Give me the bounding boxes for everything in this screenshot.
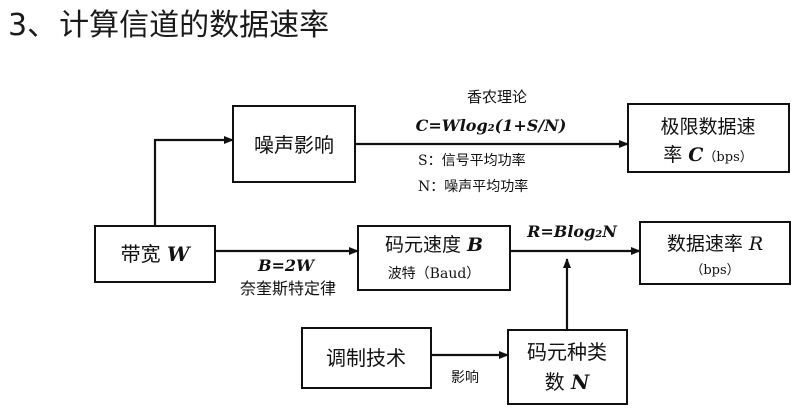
symbol-types-box: 码元种类 数 N	[507, 329, 628, 405]
shannon-theory-title: 香农理论	[467, 88, 527, 106]
section-title: 3、计算信道的数据速率	[8, 6, 329, 46]
data-rate-unit: （bps）	[690, 263, 739, 278]
section-number: 3、	[8, 8, 58, 43]
noise-power-definition: N：噪声平均功率	[418, 178, 528, 195]
rate-formula: R=Blog₂N	[526, 222, 618, 241]
data-rate-label: 数据速率 R	[667, 233, 763, 255]
nyquist-law-name: 奈奎斯特定律	[240, 279, 336, 298]
nyquist-formula: B=2W	[257, 256, 316, 275]
symbol-types-line2: 数 N	[545, 370, 590, 394]
signal-power-definition: S：信号平均功率	[418, 152, 526, 169]
bandwidth-label: 带宽 W	[121, 242, 192, 266]
bandwidth-prefix: 带宽	[121, 242, 167, 266]
limit-rate-line1: 极限数据速	[660, 116, 755, 138]
limit-rate-box: 极限数据速 率 C（bps）	[627, 103, 790, 173]
symbol-rate-unit: 波特（Baud）	[388, 266, 481, 282]
symbol-types-line1: 码元种类	[527, 340, 607, 364]
limit-rate-unit: （bps）	[703, 150, 752, 165]
symbol-types-prefix: 数	[545, 370, 571, 394]
symbol-rate-box: 码元速度 B 波特（Baud）	[357, 225, 511, 291]
modulation-box: 调制技术	[301, 327, 432, 389]
limit-rate-line2: 率 C（bps）	[663, 144, 753, 166]
limit-rate-symbol: C	[688, 144, 703, 166]
bandwidth-to-noise-arrow	[153, 136, 234, 226]
section-title-text: 计算信道的数据速率	[59, 8, 330, 43]
symbol-rate-label: 码元速度 B	[385, 234, 483, 256]
symbol-rate-prefix: 码元速度	[385, 234, 467, 256]
data-rate-prefix: 数据速率	[667, 233, 749, 255]
symbol-rate-symbol: B	[466, 234, 483, 256]
shannon-formula: C=Wlog₂(1+S/N)	[416, 116, 567, 135]
data-rate-box: 数据速率 R （bps）	[639, 221, 791, 285]
bandwidth-symbol: W	[167, 242, 192, 266]
modulation-label: 调制技术	[326, 346, 406, 370]
influence-label: 影响	[451, 370, 479, 386]
noise-box: 噪声影响	[232, 105, 356, 183]
bandwidth-box: 带宽 W	[94, 225, 216, 283]
limit-rate-line2-prefix: 率	[663, 144, 688, 166]
symbol-types-symbol: N	[570, 370, 590, 394]
noise-box-label: 噪声影响	[254, 133, 334, 157]
data-rate-symbol: R	[748, 233, 763, 255]
